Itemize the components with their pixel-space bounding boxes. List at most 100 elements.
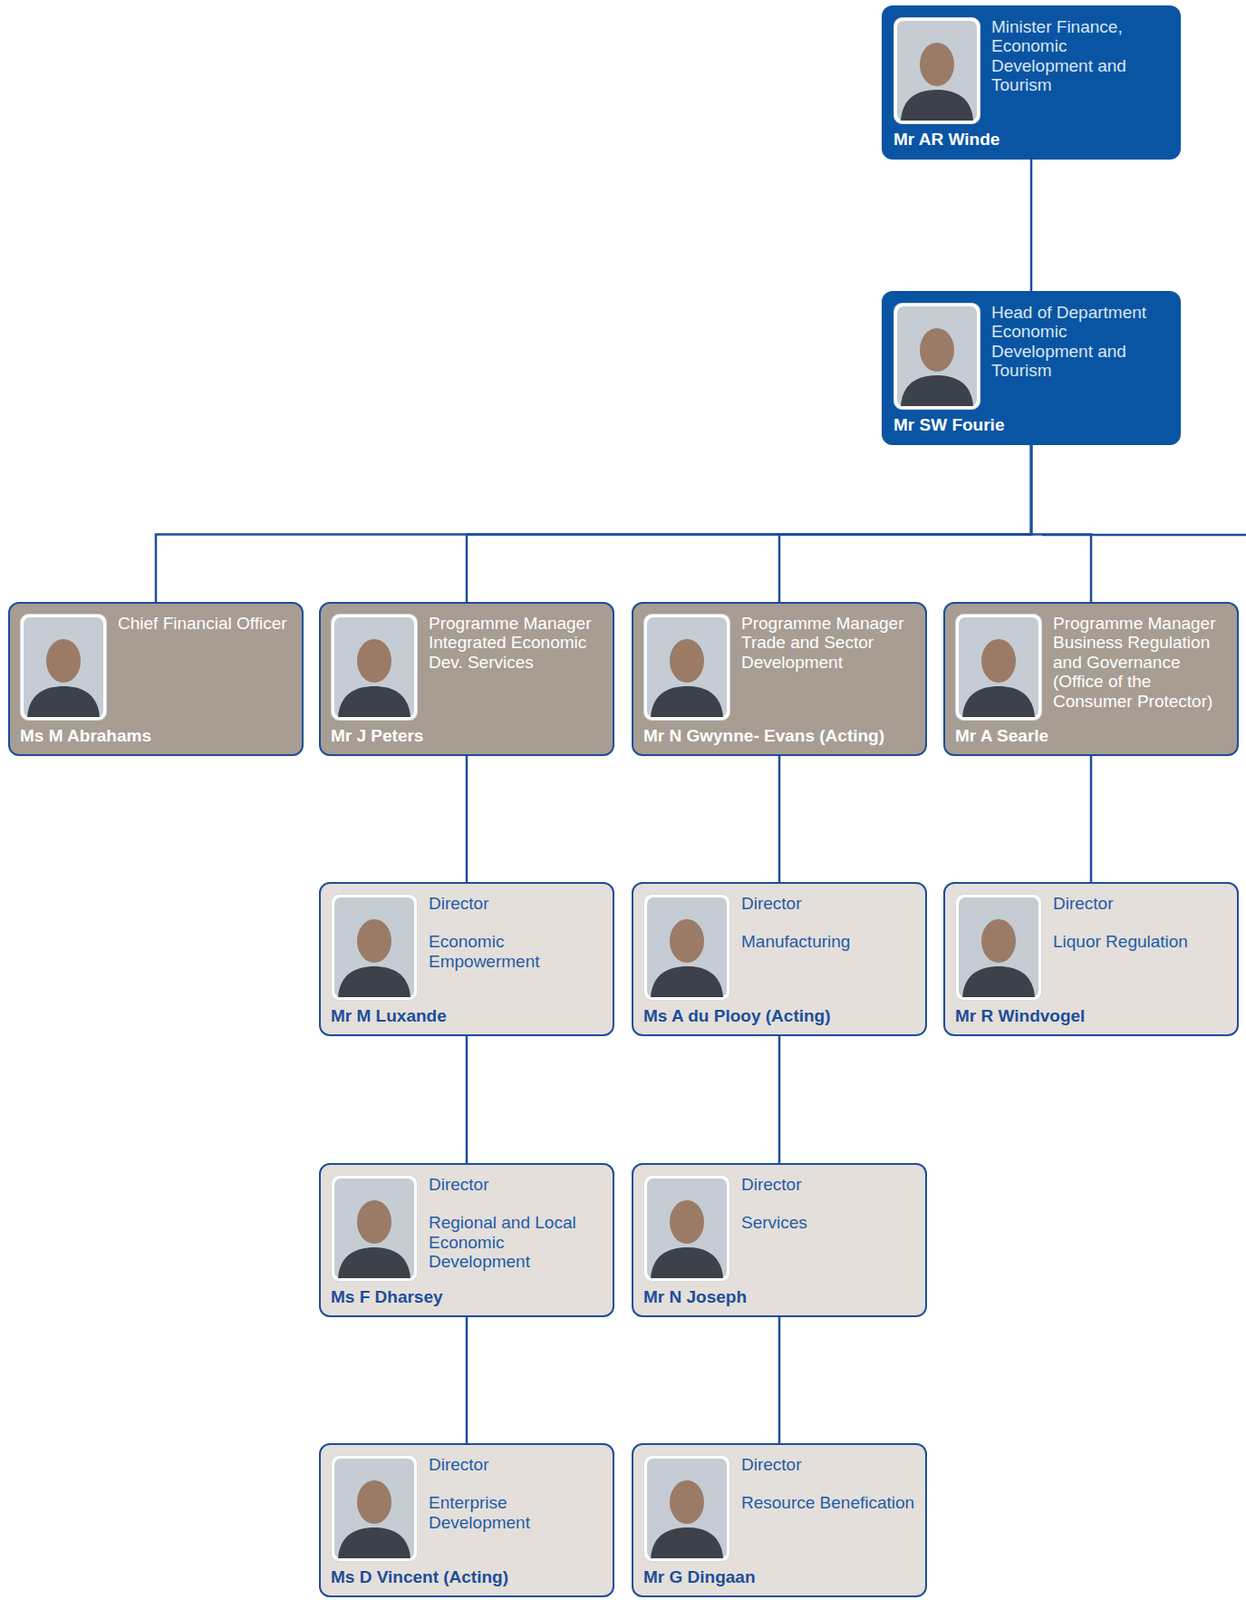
reporting-line <box>778 755 782 882</box>
executive-box: Head of Department Economic Development … <box>881 290 1181 445</box>
role-title: Programme Manager Business Regulation an… <box>1052 613 1230 711</box>
reporting-line <box>155 444 1032 602</box>
unit-title: Resource Benefication <box>741 1492 918 1512</box>
role-title: Director <box>428 1174 606 1194</box>
person-name: Mr A Searle <box>955 725 1230 747</box>
person-name: Ms M Abrahams <box>19 725 295 747</box>
director-box: DirectorEconomic EmpowermentMr M Luxande <box>318 881 615 1036</box>
title-column: Programme Manager Business Regulation an… <box>1052 613 1230 711</box>
director-box: DirectorEnterprise Development Ms D Vince… <box>318 1442 615 1597</box>
reporting-line <box>1031 444 1092 602</box>
unit-title: Regional and Local Economic Development <box>428 1212 606 1271</box>
role-title: Director <box>1052 893 1230 913</box>
photo-frame <box>644 894 731 1001</box>
photo-head <box>357 1479 392 1524</box>
portrait-photo <box>330 893 418 1001</box>
title-column: DirectorManufacturing <box>741 893 918 952</box>
photo-shoulders <box>650 1246 724 1278</box>
photo-frame <box>894 303 981 410</box>
portrait-photo <box>955 893 1043 1001</box>
unit-title: Liquor Regulation <box>1052 931 1230 951</box>
role-title: Director <box>741 893 918 913</box>
role-title: Director <box>741 1174 918 1194</box>
photo-shoulders <box>962 685 1035 717</box>
role-title: Programme Manager Integrated Economic De… <box>428 613 606 672</box>
reporting-line <box>778 1035 782 1163</box>
photo-frame <box>956 614 1043 721</box>
photo-frame <box>331 894 418 1001</box>
director-box: DirectorLiquor Regulation Mr R Windvogel <box>943 881 1239 1036</box>
photo-frame <box>894 18 981 125</box>
role-title: Director <box>428 893 606 913</box>
photo-frame <box>644 1455 731 1562</box>
portrait-photo <box>643 1174 731 1282</box>
photo-head <box>981 638 1016 683</box>
photo-head <box>46 638 81 683</box>
reporting-line <box>1090 755 1093 882</box>
role-title: Director <box>428 1454 606 1474</box>
photo-ground <box>334 897 415 997</box>
reporting-line <box>466 444 1032 602</box>
photo-ground <box>647 1458 727 1558</box>
title-column: DirectorServices <box>741 1174 918 1233</box>
director-box: DirectorRegional and Local Economic Deve… <box>318 1162 615 1317</box>
manager-box: Chief Financial Officer Ms M Abrahams <box>8 601 304 756</box>
person-name: Mr AR Winde <box>893 129 1172 151</box>
photo-shoulders <box>27 685 100 717</box>
person-name: Mr N Joseph <box>643 1286 918 1308</box>
box-row: DirectorResource Benefication <box>643 1454 918 1562</box>
role-title: Director <box>741 1454 918 1474</box>
photo-ground <box>334 1458 415 1558</box>
portrait-photo <box>330 613 418 721</box>
photo-shoulders <box>338 1526 411 1558</box>
title-column: Chief Financial Officer <box>117 613 295 633</box>
person-name: Mr G Dingaan <box>643 1566 918 1588</box>
title-column: DirectorRegional and Local Economic Deve… <box>428 1174 606 1272</box>
person-name: Mr R Windvogel <box>955 1005 1230 1027</box>
unit-title: Manufacturing <box>741 931 918 951</box>
reporting-line <box>465 1035 469 1163</box>
box-row: Programme Manager Trade and Sector Devel… <box>643 613 918 721</box>
photo-ground <box>958 617 1039 717</box>
manager-box: Programme Manager Trade and Sector Devel… <box>631 601 928 756</box>
photo-frame <box>20 614 107 721</box>
box-row: DirectorEnterprise Development <box>330 1454 606 1562</box>
box-row: Chief Financial Officer <box>19 613 295 721</box>
photo-frame <box>956 894 1043 1001</box>
portrait-photo <box>19 613 107 721</box>
photo-ground <box>334 1178 415 1278</box>
title-column: Programme Manager Trade and Sector Devel… <box>741 613 918 672</box>
role-title: Minister Finance, Economic Development a… <box>991 17 1172 96</box>
box-row: DirectorLiquor Regulation <box>955 893 1230 1001</box>
director-box: DirectorResource Benefication Mr G Dingaa… <box>631 1442 928 1597</box>
reporting-line <box>1030 159 1034 291</box>
person-name: Ms F Dharsey <box>330 1286 606 1308</box>
role-title: Programme Manager Trade and Sector Devel… <box>741 613 918 672</box>
photo-ground <box>334 617 415 717</box>
person-name: Mr SW Fourie <box>893 415 1172 436</box>
person-name: Mr N Gwynne- Evans (Acting) <box>643 725 918 747</box>
photo-shoulders <box>900 89 974 121</box>
photo-ground <box>647 1178 727 1278</box>
box-row: Programme Manager Integrated Economic De… <box>330 613 606 721</box>
photo-shoulders <box>650 1526 724 1558</box>
photo-shoulders <box>338 965 411 997</box>
portrait-photo <box>643 613 731 721</box>
box-row: Minister Finance, Economic Development a… <box>893 17 1172 125</box>
photo-shoulders <box>900 375 974 406</box>
photo-head <box>919 328 955 372</box>
photo-head <box>669 638 705 683</box>
portrait-photo <box>893 17 981 125</box>
title-column: DirectorEconomic Empowerment <box>428 893 606 971</box>
title-column: Programme Manager Integrated Economic De… <box>428 613 606 672</box>
director-box: DirectorServices Mr N Joseph <box>631 1162 928 1317</box>
photo-frame <box>644 614 731 721</box>
person-name: Ms D Vincent (Acting) <box>330 1566 606 1588</box>
reporting-line <box>465 755 469 882</box>
photo-head <box>669 918 705 963</box>
photo-shoulders <box>338 685 411 717</box>
photo-ground <box>647 617 727 717</box>
photo-shoulders <box>338 1246 411 1278</box>
box-row: DirectorManufacturing <box>643 893 918 1001</box>
